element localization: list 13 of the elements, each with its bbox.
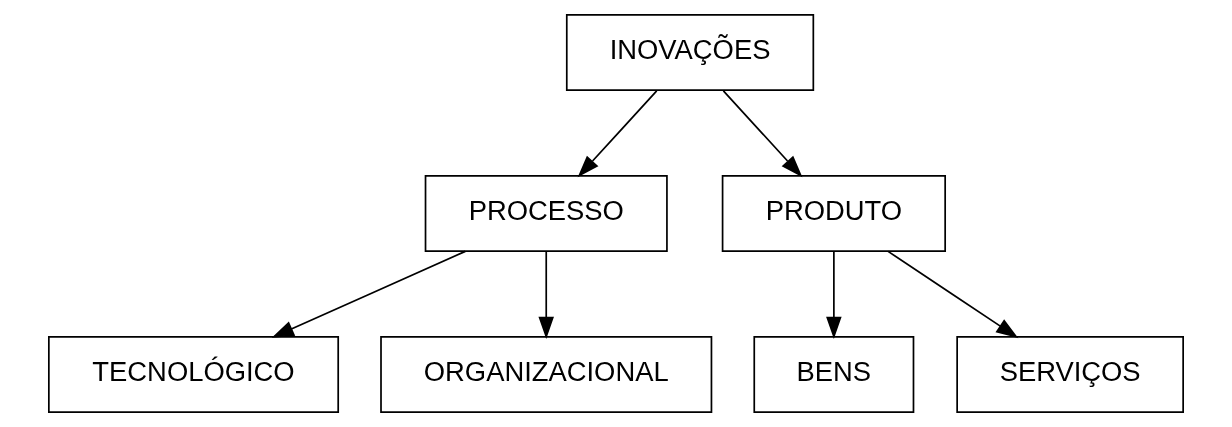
arrow bbox=[826, 250, 842, 339]
node-box: INOVAÇÕES bbox=[565, 14, 815, 92]
arrow bbox=[722, 89, 803, 178]
arrow bbox=[577, 89, 658, 178]
arrow bbox=[538, 250, 555, 339]
node-box: PROCESSO bbox=[424, 174, 668, 253]
arrow bbox=[887, 250, 1019, 339]
node-box: SERVIÇOS bbox=[956, 335, 1184, 413]
node-box: ORGANIZACIONAL bbox=[380, 335, 713, 413]
node-box: PRODUTO bbox=[721, 174, 946, 253]
node-box: TECNOLÓGICO bbox=[48, 335, 340, 413]
node-box: BENS bbox=[753, 335, 915, 413]
arrow bbox=[271, 250, 467, 338]
